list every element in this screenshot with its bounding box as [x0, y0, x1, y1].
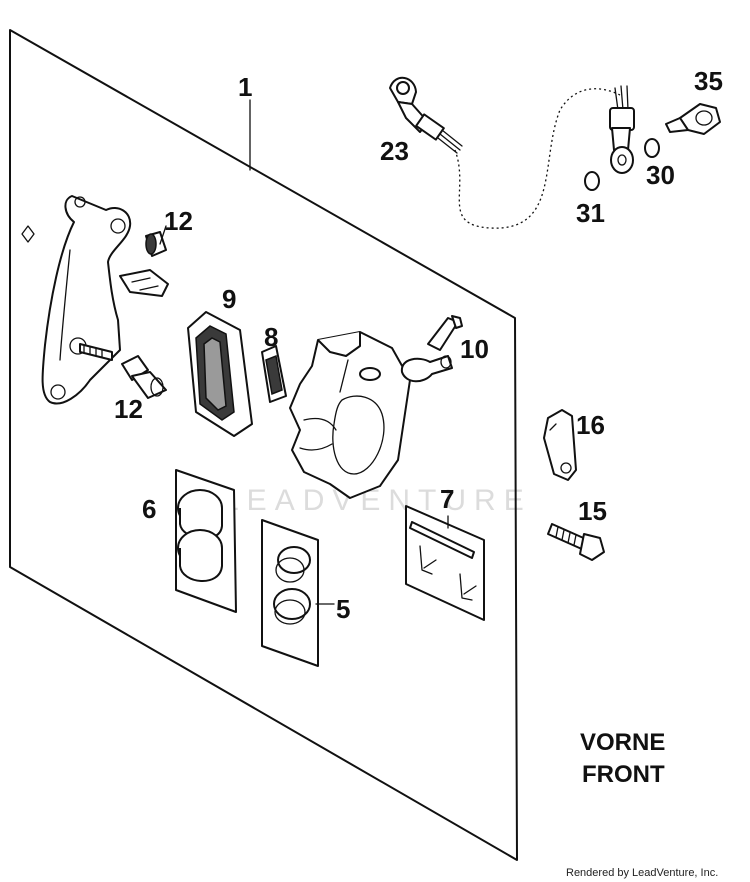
callout-23: 23 — [380, 136, 409, 166]
callout-30: 30 — [646, 160, 675, 190]
bolt-15[interactable] — [547, 523, 605, 561]
bleed-screw-10[interactable] — [400, 315, 463, 383]
footer-credit: Rendered by LeadVenture, Inc. — [566, 867, 718, 879]
bracket-guide-pin[interactable] — [79, 343, 113, 361]
pin-kit-7[interactable] — [405, 505, 485, 621]
brake-pad-9[interactable] — [187, 311, 253, 437]
callout-5: 5 — [336, 594, 350, 624]
watermark-text: LEADVENTURE — [222, 484, 532, 517]
front-label: FRONT — [582, 761, 665, 788]
vorne-label: VORNE — [580, 729, 665, 756]
callout-6: 6 — [142, 494, 156, 524]
leader-12-top — [159, 225, 167, 245]
bush-12-top[interactable] — [145, 231, 167, 257]
callout-15: 15 — [578, 496, 607, 526]
callout-8: 8 — [264, 322, 278, 352]
banjo-bolt-35[interactable] — [665, 103, 721, 135]
piston-kit-6[interactable] — [175, 469, 237, 613]
callout-12-top: 12 — [164, 206, 193, 236]
bracket-mark — [21, 225, 35, 243]
callout-12-bottom: 12 — [114, 394, 143, 424]
assembly-panel — [9, 29, 518, 861]
callout-35: 35 — [694, 66, 723, 96]
callout-7: 7 — [440, 484, 454, 514]
pad-spring-clip[interactable] — [119, 269, 169, 297]
washer-31[interactable] — [584, 171, 600, 191]
bush-bolt-12-bottom[interactable] — [121, 355, 167, 399]
callout-1: 1 — [238, 72, 252, 102]
callout-9: 9 — [222, 284, 236, 314]
seal-kit-5[interactable] — [261, 519, 319, 667]
bracket-16[interactable] — [543, 409, 577, 481]
callout-16: 16 — [576, 410, 605, 440]
anti-rattle-spring-8[interactable] — [261, 345, 287, 403]
brake-hose-fitting-right[interactable] — [609, 85, 635, 174]
callout-31: 31 — [576, 198, 605, 228]
brake-hose-fitting-23[interactable] — [389, 77, 463, 154]
caliper-body[interactable] — [289, 331, 411, 499]
washer-30[interactable] — [644, 138, 660, 158]
caliper-bracket[interactable] — [41, 195, 132, 405]
callout-10: 10 — [460, 334, 489, 364]
